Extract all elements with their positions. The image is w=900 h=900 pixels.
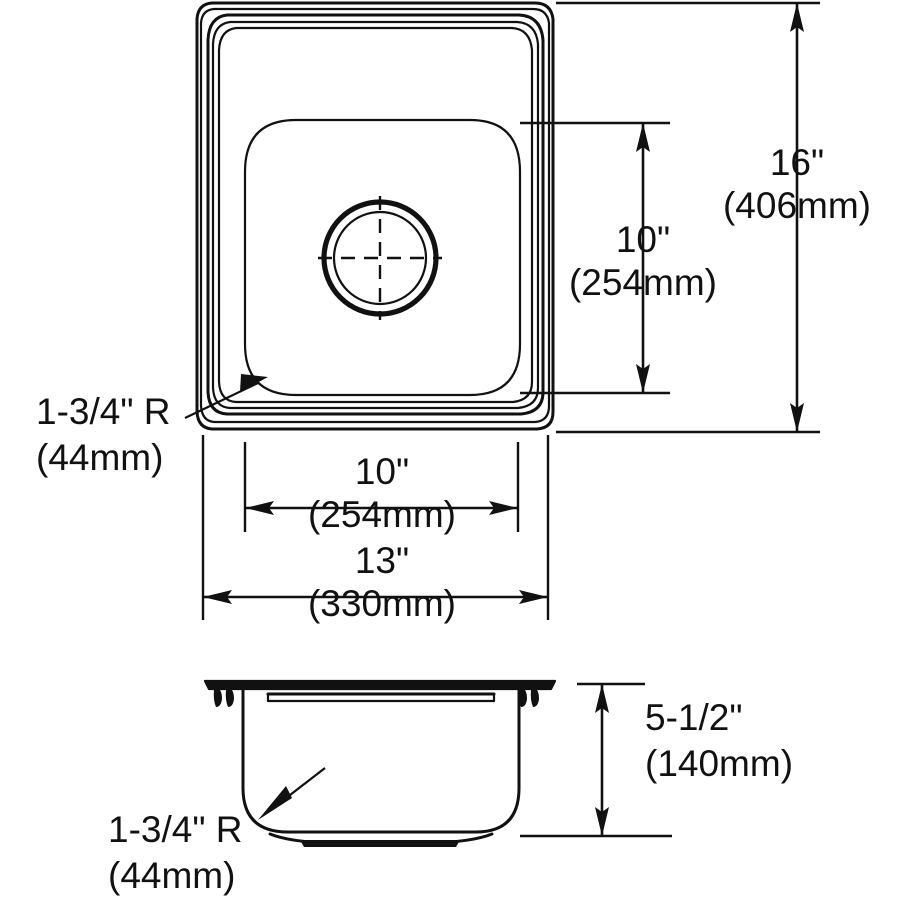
dimension-bowl-height: 10" (254mm) xyxy=(520,121,717,395)
dim-label-10h-imperial: 10" xyxy=(355,451,409,492)
dim-label-10h-metric: (254mm) xyxy=(308,494,456,535)
dim-label-10v-metric: (254mm) xyxy=(569,262,717,303)
sink-rim-second-edge xyxy=(199,7,551,424)
arrowhead-up-depth xyxy=(595,684,609,713)
section-basin-profile xyxy=(241,687,521,834)
callout-label-radius-section-imperial: 1-3/4" R xyxy=(108,809,242,850)
callout-corner-radius-top: 1-3/4" R (44mm) xyxy=(36,374,268,478)
section-rim-plate-outline xyxy=(203,679,557,691)
drain-inner-circle xyxy=(332,210,428,306)
callout-label-radius-top-imperial: 1-3/4" R xyxy=(36,391,170,432)
sink-rim-step-outer xyxy=(206,13,545,416)
dimension-overall-width: 13" (330mm) xyxy=(201,435,550,624)
dim-label-16-imperial: 16" xyxy=(770,142,824,183)
callout-label-radius-section-metric: (44mm) xyxy=(108,855,235,896)
arrowhead-down-16 xyxy=(790,403,804,432)
dim-label-depth-metric: (140mm) xyxy=(645,743,793,784)
sink-rim-outer-edge xyxy=(195,1,555,431)
arrowhead-right-10h xyxy=(489,501,518,515)
sink-rim-step-inner xyxy=(211,20,540,410)
mounting-clip-left-b xyxy=(225,690,234,707)
sink-bowl-outline xyxy=(243,118,522,397)
mounting-clip-right-b xyxy=(530,690,539,707)
dimension-bowl-depth: 5-1/2" (140mm) xyxy=(520,682,793,838)
sink-rim-inner-edge xyxy=(217,26,534,404)
dimension-overall-height: 16" (406mm) xyxy=(556,1,871,434)
section-view-group: 1-3/4" R (44mm) 5-1/2" (140mm) xyxy=(108,679,793,896)
callout-corner-radius-section: 1-3/4" R (44mm) xyxy=(108,767,326,896)
mounting-clip-right-a xyxy=(518,690,527,707)
top-view-group: 16" (406mm) 10" (254mm) 10" (254mm) xyxy=(36,1,871,624)
callout-label-radius-top-metric: (44mm) xyxy=(36,437,163,478)
dim-label-16-metric: (406mm) xyxy=(723,185,871,226)
dim-label-13-metric: (330mm) xyxy=(308,583,456,624)
arrowhead-radius-top xyxy=(240,374,268,392)
dim-label-10v-imperial: 10" xyxy=(616,219,670,260)
dim-label-13-imperial: 13" xyxy=(355,540,409,581)
dim-label-depth-imperial: 5-1/2" xyxy=(645,697,742,738)
arrowhead-down-depth xyxy=(595,807,609,836)
arrowhead-down-10v xyxy=(636,364,650,393)
arrowhead-up-10v xyxy=(636,123,650,152)
arrowhead-left-13 xyxy=(203,590,232,604)
section-basin-base-ring xyxy=(300,840,460,847)
arrowhead-right-13 xyxy=(519,590,548,604)
section-rim-plate xyxy=(205,681,555,689)
arrowhead-left-10h xyxy=(245,501,274,515)
arrowhead-up-16 xyxy=(790,3,804,32)
mounting-clip-left-a xyxy=(213,690,222,707)
arrowhead-radius-section xyxy=(258,786,292,820)
dimension-bowl-width: 10" (254mm) xyxy=(243,442,520,535)
